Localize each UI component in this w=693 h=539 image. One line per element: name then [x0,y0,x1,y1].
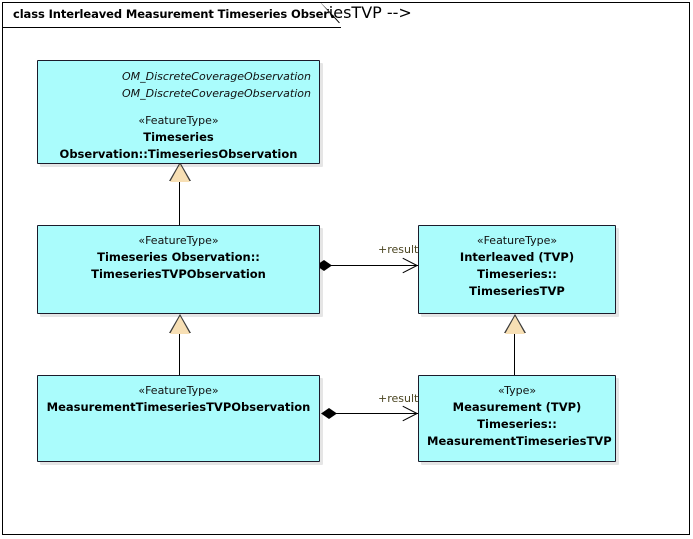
generalization-line-lower-right [514,333,515,375]
generalization-arrow-upper [170,164,190,182]
class-name-line-1: Timeseries Observation::TimeseriesObserv… [59,130,298,161]
class-box-timeseries-observation[interactable]: OM_DiscreteCoverageObservation OM_Discre… [37,60,320,164]
tagged-value-2: OM_DiscreteCoverageObservation [121,87,311,100]
class-stereotype: «FeatureType» [138,114,219,127]
class-box-timeseries-tvp-observation[interactable]: «FeatureType» Timeseries Observation:: T… [37,225,320,314]
class-name-line-1: Measurement (TVP) Timeseries:: [452,400,582,431]
generalization-arrow-lower-left [170,316,190,334]
role-label-result-upper: +result [378,243,419,256]
class-name-line-1: MeasurementTimeseriesTVPObservation [46,400,311,414]
generalization-line-upper [179,181,180,225]
class-name-line-2: MeasurementTimeseriesTVP [427,434,612,448]
generalization-arrow-lower-right [505,316,525,334]
role-label-result-lower: +result [378,392,419,405]
class-box-interleaved-timeseries-tvp[interactable]: «FeatureType» Interleaved (TVP) Timeseri… [418,225,616,314]
class-stereotype: «FeatureType» [138,234,219,247]
composition-diamond-lower [321,408,337,419]
class-box-measurement-timeseries-tvp[interactable]: «Type» Measurement (TVP) Timeseries:: Me… [418,375,616,462]
class-name-line-2: TimeseriesTVPObservation [91,267,266,281]
composition-line-upper [325,265,418,266]
class-box-measurement-timeseries-tvp-observation[interactable]: «FeatureType» MeasurementTimeseriesTVPOb… [37,375,320,462]
composition-line-lower [334,413,418,414]
class-name-line-1: Interleaved (TVP) Timeseries:: [459,250,575,281]
diagram-title-tab: class Interleaved Measurement Timeseries… [3,3,341,28]
generalization-line-lower-left [179,333,180,375]
diagram-title: class Interleaved Measurement Timeseries… [13,7,370,21]
class-stereotype: «FeatureType» [138,384,219,397]
class-name-line-1: Timeseries Observation:: [97,250,260,264]
composition-arrowhead-upper [401,256,418,276]
composition-diamond-upper [316,260,332,271]
composition-arrowhead-lower [401,404,418,424]
class-stereotype: «FeatureType» [476,234,558,247]
class-stereotype: «Type» [497,384,537,397]
class-name-line-2: TimeseriesTVP [469,284,565,298]
tagged-value-1: OM_DiscreteCoverageObservation [121,70,311,83]
